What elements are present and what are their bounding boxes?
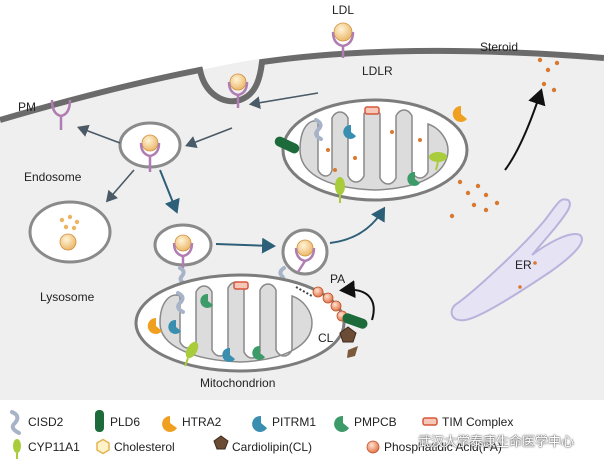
pld6-icon <box>95 410 104 432</box>
pmpcb-icon <box>334 415 349 432</box>
legend-label-pld6: PLD6 <box>110 415 141 429</box>
pm-receptor <box>50 99 72 130</box>
pa-label: PA <box>330 272 346 286</box>
steroid-molecules <box>449 57 560 219</box>
legend-label-htra2: HTRA2 <box>182 415 222 429</box>
legend-label-cholesterol: Cholesterol <box>114 440 175 454</box>
htra2-icon <box>162 416 177 432</box>
endosome-label: Endosome <box>24 170 82 184</box>
legend-label-cardiolipin: Cardiolipin(CL) <box>232 440 313 454</box>
legend-icons <box>10 410 438 459</box>
endoplasmic-reticulum <box>450 198 583 322</box>
legend-label-cisd2: CISD2 <box>28 415 64 429</box>
cisd2-icon <box>10 410 21 435</box>
tim-complex-icon <box>422 417 438 426</box>
lysosome <box>28 200 112 264</box>
mitochondrion-label: Mitochondrion <box>200 376 276 390</box>
phosphatidic-acid-icon <box>366 440 380 454</box>
pitrm1-icon <box>252 415 267 432</box>
cyp11a1-icon <box>13 439 21 459</box>
mitochondrion-upper <box>274 98 469 203</box>
mitochondrion-lower <box>134 273 346 373</box>
er-label: ER <box>515 258 532 272</box>
endosome <box>118 121 182 172</box>
legend-label-tim-complex: TIM Complex <box>442 415 514 429</box>
ldl-particle <box>331 22 355 58</box>
pm-label: PM <box>18 100 36 114</box>
lysosome-label: Lysosome <box>40 290 95 304</box>
ldl-label: LDL <box>332 3 355 17</box>
watermark-text: 武汉大学泰康生命医学中心 <box>418 434 575 449</box>
cl-label: CL <box>318 331 334 345</box>
pathway-arrows <box>77 88 546 254</box>
pa-cl-cycle <box>295 280 375 358</box>
ldlr-pit-complex <box>227 73 249 108</box>
cardiolipin-icon <box>213 435 229 450</box>
transport-vesicle-left <box>153 223 213 286</box>
legend-label-cyp11a1: CYP11A1 <box>28 440 80 454</box>
legend-label-pmpcb: PMPCB <box>354 415 397 429</box>
legend-label-phosphatidic-acid: Phosphatidic Acid(PA) <box>384 440 502 454</box>
steroid-label: Steroid <box>480 40 519 54</box>
legend-label-pitrm1: PITRM1 <box>272 415 317 429</box>
transport-vesicle-right <box>276 228 329 286</box>
cholesterol-icon <box>96 438 110 455</box>
ldlr-label: LDLR <box>362 64 393 78</box>
